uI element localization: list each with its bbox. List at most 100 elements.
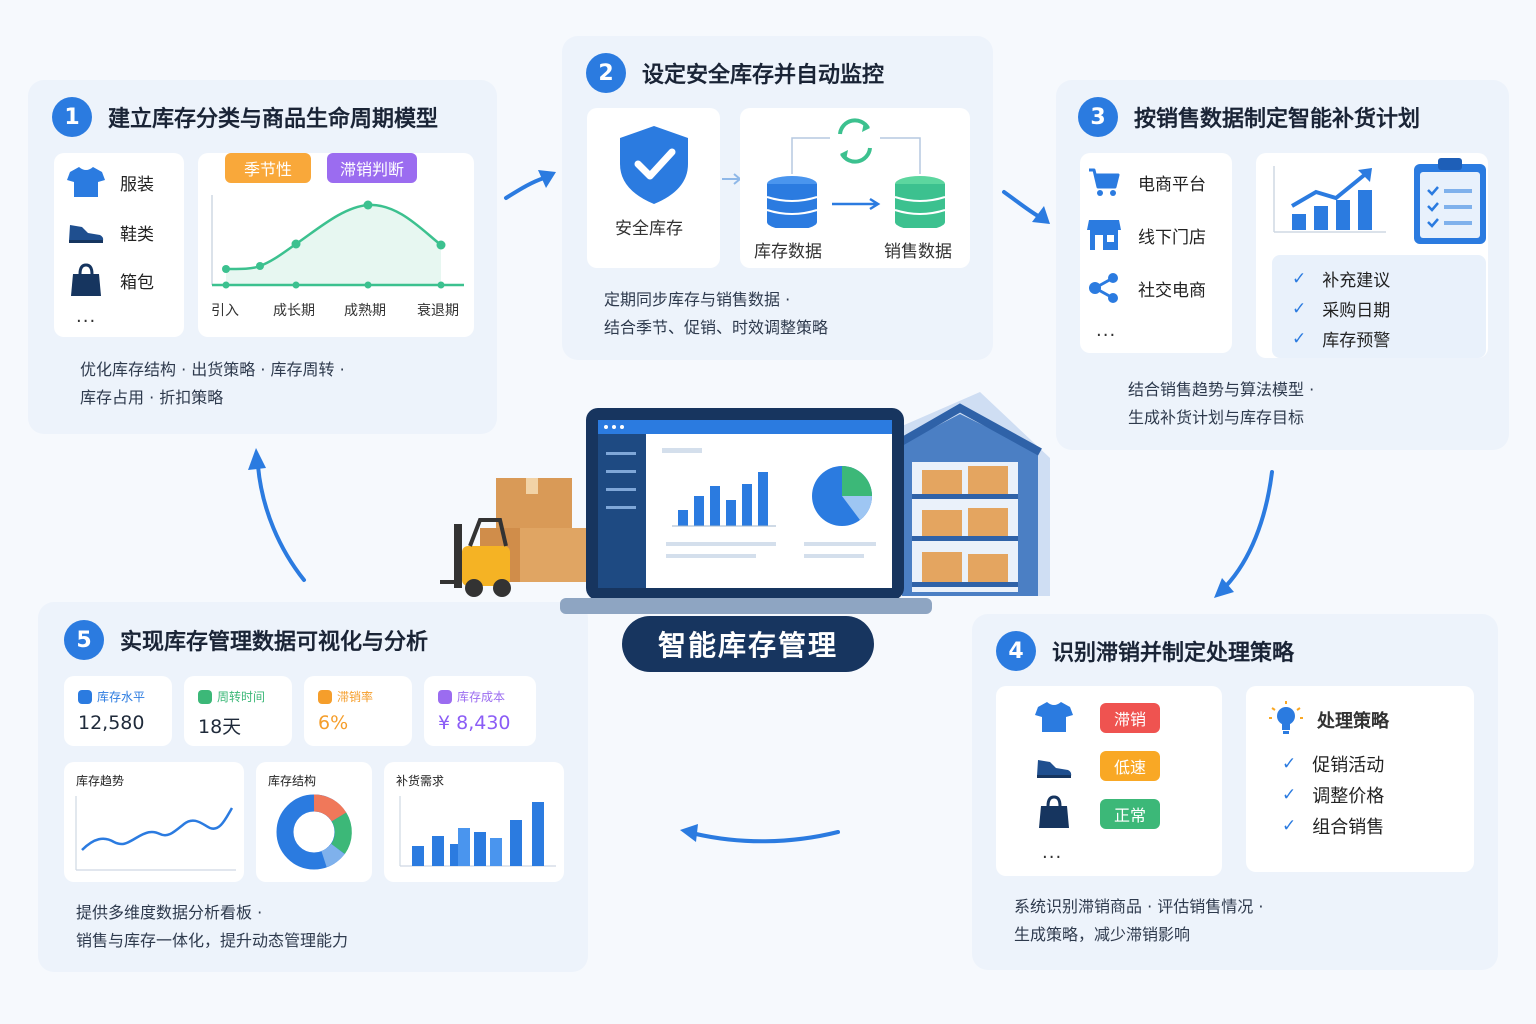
center-illustration (440, 392, 1050, 614)
step1-more: ... (76, 306, 97, 327)
step5-number: 5 (64, 620, 104, 660)
check-icon: ✓ (1292, 328, 1307, 349)
desc-line: 销售与库存一体化，提升动态管理能力 (76, 931, 349, 950)
replenish-checklist (1272, 255, 1486, 358)
structure-donut-chart (276, 794, 352, 870)
channel-social: 社交电商 (1084, 270, 1206, 306)
channel-label: 电商平台 (1138, 174, 1206, 195)
strategy-item: ✓ 组合销售 (1282, 813, 1384, 839)
desc-line: 结合季节、促销、时效调整策略 (604, 318, 829, 337)
arrow-4-to-5 (680, 824, 840, 844)
desc-line: 生成补货计划与库存目标 (1128, 408, 1305, 427)
kpi-label: 周转时间 (217, 690, 266, 704)
kpi-label: 库存成本 (457, 690, 506, 704)
check-icon: ✓ (1292, 268, 1307, 289)
stage-label: 成熟期 (344, 303, 386, 319)
desc-line: 生成策略，减少滞销影响 (1014, 925, 1191, 944)
kpi-value: ¥ 8,430 (438, 712, 511, 734)
trend-chart-card: 库存趋势 (64, 762, 244, 882)
check-icon: ✓ (1282, 816, 1297, 836)
growth-chart-icon (1273, 166, 1386, 233)
channel-ecommerce: 电商平台 (1084, 164, 1206, 200)
step3-number: 3 (1078, 97, 1118, 137)
warehouse-icon (892, 392, 1050, 596)
arrow-5-to-1 (248, 448, 306, 582)
lightbulb-icon (1269, 701, 1303, 734)
step4-title: 识别滞销并制定处理策略 (1052, 641, 1295, 666)
check-label: 补充建议 (1322, 271, 1391, 291)
kpi-turnover-time: 周转时间 18天 (184, 676, 292, 746)
step2-header: 2 设定安全库存并自动监控 (586, 53, 884, 93)
strategy-label: 组合销售 (1312, 817, 1385, 838)
category-label: 鞋类 (120, 224, 154, 245)
kpi-inventory-cost: 库存成本 ¥ 8,430 (424, 676, 536, 746)
step3-title: 按销售数据制定智能补货计划 (1134, 107, 1421, 132)
step2-description: 定期同步库存与销售数据 · 结合季节、促销、时效调整策略 (604, 286, 828, 342)
sales-data-label: 销售数据 (884, 242, 952, 262)
lifecycle-curve-chart (211, 195, 464, 289)
channel-label: 线下门店 (1138, 227, 1206, 248)
check-icon: ✓ (1282, 785, 1297, 805)
replenish-bar-chart (399, 796, 556, 867)
strategy-label: 调整价格 (1312, 786, 1385, 807)
step4-header: 4 识别滞销并制定处理策略 (996, 631, 1294, 671)
mini-chart-title: 补货需求 (396, 774, 445, 788)
kpi-inventory-level: 库存水平 12,580 (64, 676, 172, 746)
kpi-value: 18天 (198, 716, 242, 738)
kpi-label: 滞销率 (337, 690, 374, 704)
step3-more: ... (1096, 320, 1117, 341)
tag-seasonal: 季节性 (225, 153, 311, 183)
shirt-icon (1035, 702, 1073, 732)
shield-check-icon (620, 126, 688, 204)
check-item: ✓ 补充建议 (1292, 266, 1391, 292)
check-icon: ✓ (1282, 754, 1297, 774)
step4-number: 4 (996, 631, 1036, 671)
replenish-demand-card: 补货需求 (384, 762, 564, 882)
strategy-label: 促销活动 (1312, 755, 1385, 776)
step5-description: 提供多维度数据分析看板 · 销售与库存一体化，提升动态管理能力 (76, 899, 348, 955)
strategy-item: ✓ 促销活动 (1282, 751, 1384, 777)
mini-chart-title: 库存结构 (268, 774, 317, 788)
tag-slow-moving: 滞销判断 (327, 153, 417, 183)
step4-more: ... (1042, 842, 1063, 863)
status-badge-normal: 正常 (1100, 799, 1160, 829)
step3-description: 结合销售趋势与算法模型 · 生成补货计划与库存目标 (1128, 376, 1314, 432)
step1-header: 1 建立库存分类与商品生命周期模型 (52, 97, 438, 137)
stage-label: 引入 (211, 303, 239, 319)
step1-description: 优化库存结构 · 出货策略 · 库存周转 · 库存占用 · 折扣策略 (80, 356, 345, 412)
kpi-value: 12,580 (78, 712, 145, 734)
step1-title: 建立库存分类与商品生命周期模型 (108, 107, 439, 132)
desc-line: 定期同步库存与销售数据 · (604, 290, 791, 309)
strategy-title: 处理策略 (1317, 711, 1389, 732)
structure-chart-card: 库存结构 (256, 762, 372, 882)
arrow-3-to-4 (1214, 470, 1274, 598)
status-badge-slow: 滞销 (1100, 703, 1160, 733)
channel-label: 社交电商 (1138, 280, 1206, 301)
sync-diagram (766, 118, 946, 228)
bag-icon (1039, 795, 1069, 828)
step1-number: 1 (52, 97, 92, 137)
kpi-color-marker (438, 689, 452, 704)
category-clothing: 服装 (66, 164, 154, 200)
stage-label: 衰退期 (417, 303, 459, 319)
kpi-color-marker (318, 689, 332, 704)
desc-line: 提供多维度数据分析看板 · (76, 903, 263, 922)
step5-title: 实现库存管理数据可视化与分析 (120, 630, 429, 655)
kpi-value: 6% (318, 712, 349, 734)
desc-line: 系统识别滞销商品 · 评估销售情况 · (1014, 897, 1264, 916)
lifecycle-card (198, 153, 474, 337)
bag-icon (66, 262, 106, 298)
clipboard-checklist-icon (1414, 158, 1486, 244)
category-bags: 箱包 (66, 262, 154, 298)
forklift-icon (440, 518, 511, 597)
strategy-item: ✓ 调整价格 (1282, 782, 1384, 808)
step2-number: 2 (586, 53, 626, 93)
trend-line-chart (75, 796, 236, 871)
shirt-icon (66, 165, 106, 199)
desc-line: 结合销售趋势与算法模型 · (1128, 380, 1315, 399)
arrow-1-to-2 (504, 170, 556, 200)
shoe-icon (1037, 760, 1072, 778)
shoe-icon (66, 219, 106, 245)
kpi-color-marker (78, 689, 92, 704)
category-shoes: 鞋类 (66, 214, 154, 250)
